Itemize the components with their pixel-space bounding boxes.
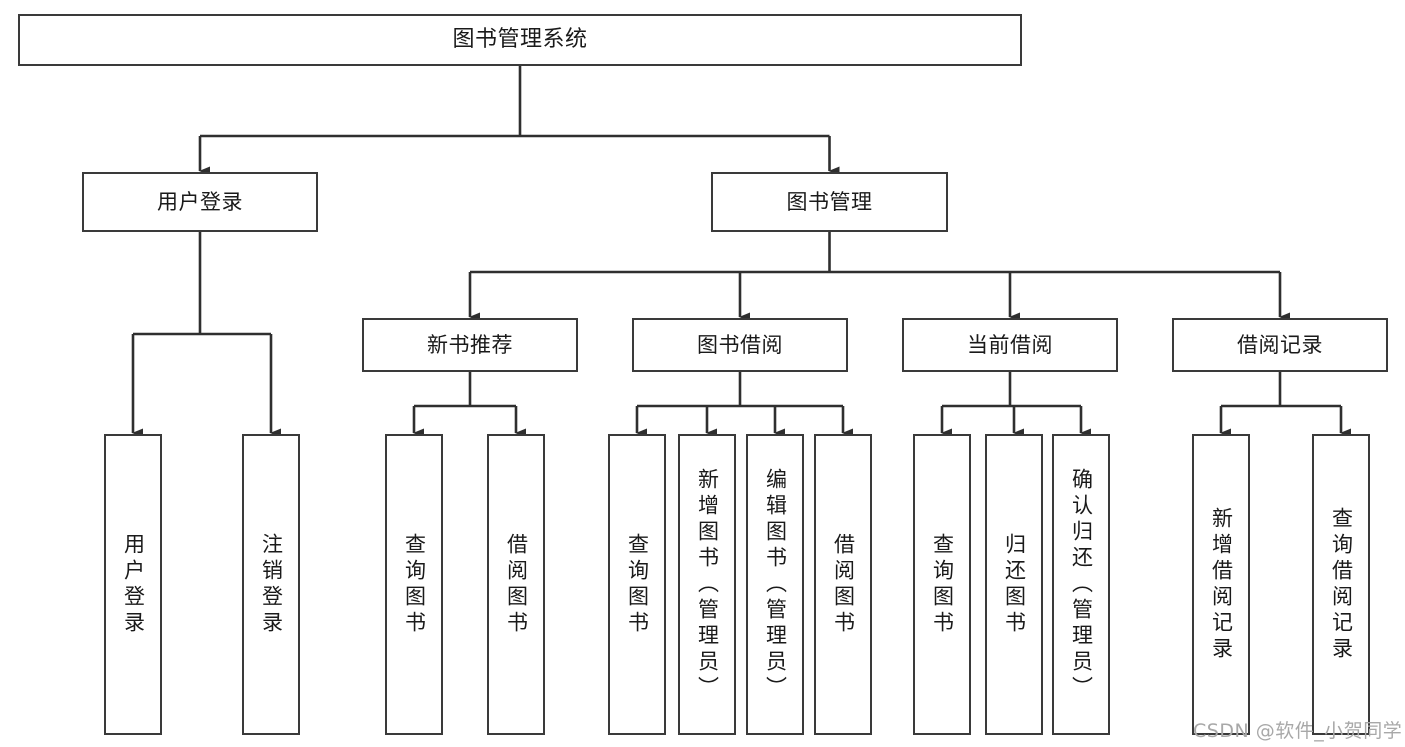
node-borrow[interactable]: 图书借阅 xyxy=(632,318,848,372)
node-label-q3: 查询图书 xyxy=(930,532,955,637)
node-label-b1: 借阅图书 xyxy=(504,532,529,637)
node-label-qrec: 查询借阅记录 xyxy=(1329,506,1354,663)
watermark-label: CSDN @软件_小贺同学 xyxy=(1193,720,1403,742)
node-label-addrec: 新增借阅记录 xyxy=(1209,506,1234,663)
node-confirm[interactable]: 确认归还（管理员） xyxy=(1052,434,1110,735)
node-qrec[interactable]: 查询借阅记录 xyxy=(1312,434,1370,735)
node-label-ret: 归还图书 xyxy=(1002,532,1027,637)
node-b1[interactable]: 借阅图书 xyxy=(487,434,545,735)
node-q2[interactable]: 查询图书 xyxy=(608,434,666,735)
node-q1[interactable]: 查询图书 xyxy=(385,434,443,735)
node-add[interactable]: 新增图书（管理员） xyxy=(678,434,736,735)
node-label-userlogin: 用户登录 xyxy=(121,532,146,637)
node-label-confirm: 确认归还（管理员） xyxy=(1069,467,1094,702)
tree-connectors xyxy=(131,66,1351,438)
node-userlogin[interactable]: 用户登录 xyxy=(104,434,162,735)
node-newbook[interactable]: 新书推荐 xyxy=(362,318,578,372)
node-label-borrow: 图书借阅 xyxy=(697,332,783,357)
node-b2[interactable]: 借阅图书 xyxy=(814,434,872,735)
node-label-edit: 编辑图书（管理员） xyxy=(763,467,788,702)
node-label-records: 借阅记录 xyxy=(1237,332,1323,357)
node-ret[interactable]: 归还图书 xyxy=(985,434,1043,735)
node-label-q2: 查询图书 xyxy=(625,532,650,637)
node-label-bookmgmt: 图书管理 xyxy=(786,189,873,214)
node-login[interactable]: 用户登录 xyxy=(82,172,318,232)
node-label-logout: 注销登录 xyxy=(259,532,284,637)
node-label-add: 新增图书（管理员） xyxy=(695,467,720,702)
node-label-b2: 借阅图书 xyxy=(831,532,856,637)
node-root[interactable]: 图书管理系统 xyxy=(18,14,1022,66)
node-label-root: 图书管理系统 xyxy=(452,27,588,53)
node-label-q1: 查询图书 xyxy=(402,532,427,637)
node-label-newbook: 新书推荐 xyxy=(427,332,513,357)
node-logout[interactable]: 注销登录 xyxy=(242,434,300,735)
node-q3[interactable]: 查询图书 xyxy=(913,434,971,735)
node-records[interactable]: 借阅记录 xyxy=(1172,318,1388,372)
node-bookmgmt[interactable]: 图书管理 xyxy=(711,172,948,232)
node-label-login: 用户登录 xyxy=(157,189,243,214)
node-addrec[interactable]: 新增借阅记录 xyxy=(1192,434,1250,735)
node-current[interactable]: 当前借阅 xyxy=(902,318,1118,372)
node-label-current: 当前借阅 xyxy=(967,332,1053,357)
node-edit[interactable]: 编辑图书（管理员） xyxy=(746,434,804,735)
